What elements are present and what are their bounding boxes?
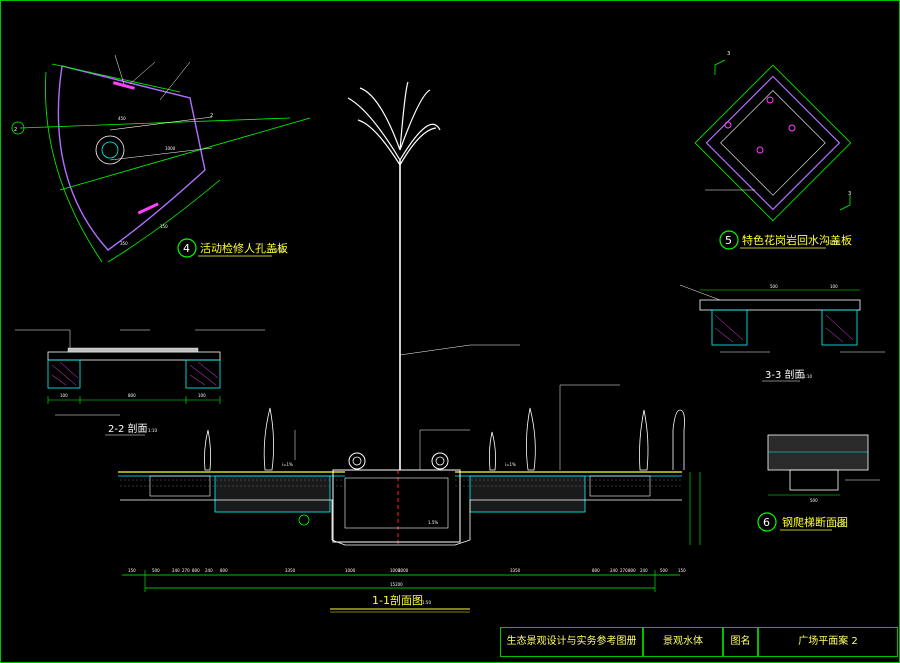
svg-text:1:10: 1:10: [836, 522, 845, 527]
segment-label: 3350: [510, 568, 521, 573]
segment-label: 270: [182, 568, 190, 573]
svg-text:450: 450: [118, 116, 126, 121]
segment-label: 240: [640, 568, 648, 573]
segment-label: 800: [192, 568, 200, 573]
title-5-number: 5: [725, 234, 732, 247]
title-2-2: 2-2 剖面: [108, 422, 148, 435]
segment-label: 500: [152, 568, 160, 573]
segment-label: 800: [220, 568, 228, 573]
detail-5-plan: 3 3: [694, 51, 852, 222]
section-2-2-title: 2-2 剖面 1:10: [105, 422, 157, 436]
title-1-1: 1-1剖面图: [372, 593, 423, 607]
segment-label: 1000: [345, 568, 356, 573]
svg-text:100: 100: [198, 393, 206, 398]
detail-4-plan: 2 2 450 1000 150 350: [11, 54, 311, 263]
segment-label: 240: [205, 568, 213, 573]
svg-text:1:10: 1:10: [148, 428, 157, 433]
section-2-2: 100 800 100: [15, 329, 265, 416]
title-5-text: 特色花岗岩回水沟盖板: [742, 233, 852, 247]
segment-label: 150: [128, 568, 136, 573]
segment-label: 150: [678, 568, 686, 573]
segment-label: 3000: [398, 568, 409, 573]
segment-label: 800: [592, 568, 600, 573]
svg-text:800: 800: [128, 393, 136, 398]
svg-text:150: 150: [160, 224, 168, 229]
svg-text:3: 3: [848, 191, 851, 197]
svg-text:2: 2: [210, 113, 213, 119]
title-4-number: 4: [183, 242, 190, 255]
section-3-3-title: 3-3 剖面 1:10: [762, 368, 812, 382]
detail-4-title: 4 活动检修人孔盖板 1:10: [177, 238, 288, 258]
title-4-text: 活动检修人孔盖板: [200, 241, 288, 255]
segment-label: 800: [628, 568, 636, 573]
svg-text:3: 3: [727, 51, 730, 57]
detail-6-title: 6 钢爬梯断面图 1:10: [757, 512, 848, 532]
svg-text:2: 2: [14, 127, 17, 133]
section-3-3: 500 100: [679, 284, 885, 353]
segment-label: 270: [620, 568, 628, 573]
segment-label: 240: [610, 568, 618, 573]
svg-text:100: 100: [830, 284, 838, 289]
svg-text:500: 500: [770, 284, 778, 289]
title-4-scale: 1:10: [275, 248, 284, 253]
svg-text:i=1%: i=1%: [505, 462, 516, 467]
segment-label: 3350: [285, 568, 296, 573]
title-block-sheet: 广场平面案 2: [758, 627, 898, 657]
title-6-number: 6: [763, 516, 770, 529]
svg-text:1000: 1000: [165, 146, 176, 151]
title-3-3: 3-3 剖面: [765, 368, 805, 381]
total-dimension: 15200: [390, 582, 403, 587]
svg-text:1:10: 1:10: [803, 374, 812, 379]
fountain-jet: [347, 81, 520, 545]
title-block-drawing: 景观水体: [643, 627, 723, 657]
title-5-scale: 1:10: [829, 240, 838, 245]
svg-text:1:50: 1:50: [422, 600, 431, 605]
svg-text:1000: 1000: [390, 568, 401, 573]
segment-label: 240: [172, 568, 180, 573]
svg-text:500: 500: [810, 498, 818, 503]
section-1-1-title: 1-1剖面图 1:50: [330, 593, 470, 613]
section-1-1: i=1% i=1% 1.5%: [118, 384, 701, 546]
title-block-project: 生态景观设计与实务参考图册: [500, 627, 643, 657]
segment-label: 500: [660, 568, 668, 573]
svg-text:100: 100: [60, 393, 68, 398]
svg-text:350: 350: [120, 241, 128, 246]
svg-text:i=1%: i=1%: [282, 462, 293, 467]
detail-5-title: 5 特色花岗岩回水沟盖板 1:10: [719, 230, 852, 250]
title-block-label: 图名: [723, 627, 758, 657]
svg-text:1.5%: 1.5%: [428, 520, 438, 525]
detail-6-ladder: 500: [767, 434, 880, 503]
title-6-text: 钢爬梯断面图: [782, 515, 848, 529]
